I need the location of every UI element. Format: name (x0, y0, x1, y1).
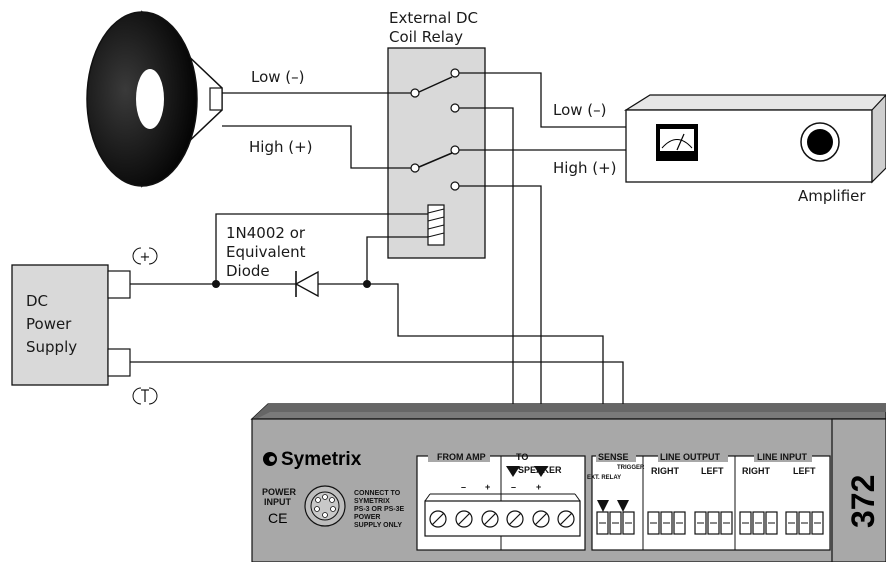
relay-box (387, 47, 486, 259)
power-supply-label-3: Supply (26, 338, 77, 356)
ext-relay-label: EXT. RELAY (587, 475, 621, 481)
sense-label: SENSE (598, 452, 629, 462)
trigger-label: TRIGGER (617, 465, 645, 471)
connect-note-4: POWER (354, 514, 380, 521)
connect-note-2: SYMETRIX (354, 498, 390, 505)
screw-terminals (429, 510, 575, 528)
power-input-line1: POWER (262, 487, 297, 497)
power-connector-icon (304, 485, 346, 527)
power-supply-label-2: Power (26, 315, 72, 333)
line-input-left: LEFT (793, 466, 816, 476)
ce-mark: CE (268, 510, 287, 526)
diode-label-1: 1N4002 or (226, 224, 306, 242)
amplifier (623, 94, 886, 184)
speaker (86, 10, 223, 188)
from-amp-minus: – (461, 482, 466, 492)
high-right-label: High (+) (553, 159, 617, 177)
diode (294, 270, 319, 298)
from-amp-plus: + (485, 482, 490, 492)
plus-symbol: + (132, 247, 158, 265)
relay-label-line2: Coil Relay (389, 28, 463, 46)
low-left-label: Low (–) (251, 68, 305, 86)
relay-label-line1: External DC (389, 9, 478, 27)
diode-label-3: Diode (226, 262, 270, 280)
low-right-label: Low (–) (553, 101, 607, 119)
line-input-label: LINE INPUT (757, 452, 808, 462)
line-output-right: RIGHT (651, 466, 680, 476)
amplifier-label: Amplifier (798, 187, 866, 205)
high-left-label: High (+) (249, 138, 313, 156)
connect-note-5: SUPPLY ONLY (354, 522, 402, 529)
to-spk-plus: + (536, 482, 541, 492)
model-number: 372 (845, 475, 881, 528)
pin-terminals (596, 511, 824, 535)
plus-text: + (140, 250, 151, 265)
line-input-right: RIGHT (742, 466, 771, 476)
line-output-left: LEFT (701, 466, 724, 476)
connect-note-3: PS-3 OR PS-3E (354, 506, 405, 513)
symetrix-logo-icon (263, 452, 277, 466)
to-spk-minus: – (511, 482, 516, 492)
diode-label-2: Equivalent (226, 243, 306, 261)
power-input-line2: INPUT (264, 497, 292, 507)
terminal-arrows (506, 466, 629, 512)
brand-name: Symetrix (281, 449, 362, 470)
to-label: TO (516, 452, 528, 462)
line-output-label: LINE OUTPUT (660, 452, 721, 462)
symetrix-unit: Symetrix POWER INPUT CE CONNECT TO SYMET… (250, 403, 886, 562)
connect-note-1: CONNECT TO (354, 490, 401, 497)
from-amp-label: FROM AMP (437, 452, 486, 462)
minus-symbol (132, 387, 158, 405)
power-supply-label-1: DC (26, 292, 48, 310)
